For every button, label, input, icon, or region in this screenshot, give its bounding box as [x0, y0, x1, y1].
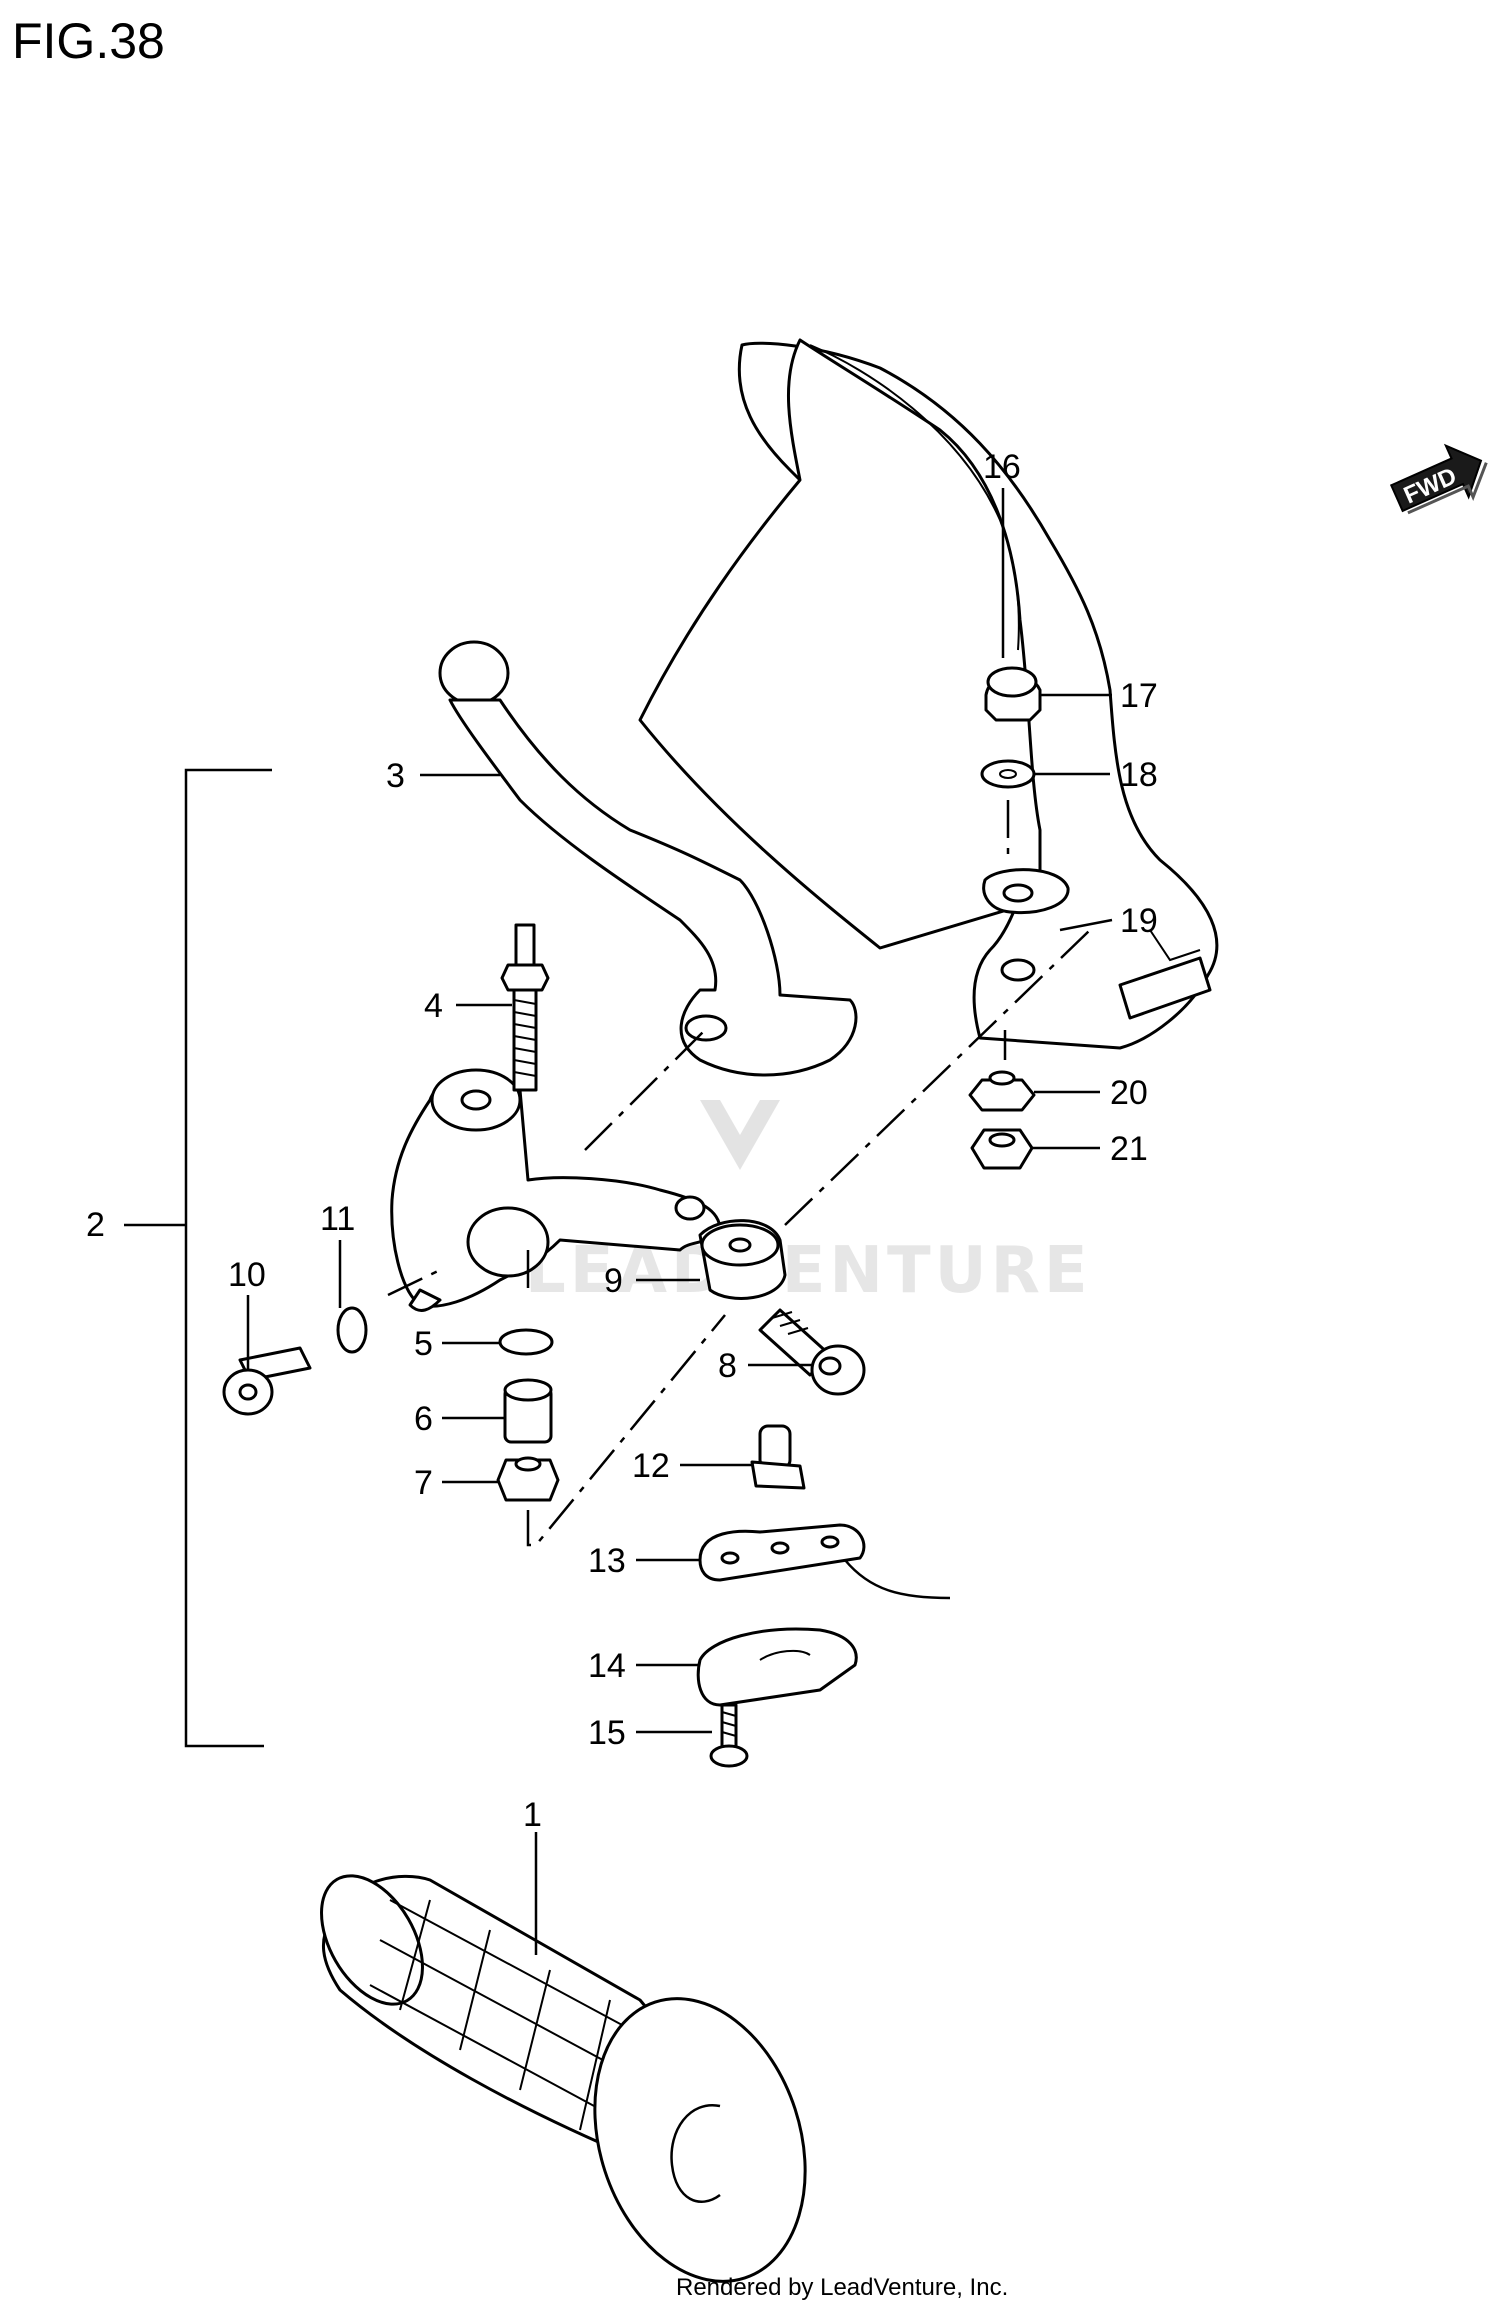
cable-adjuster	[758, 1308, 866, 1396]
washer-5	[498, 1328, 554, 1356]
callout-7: 7	[414, 1464, 433, 1502]
bushing	[503, 1378, 553, 1444]
figure-title: FIG.38	[12, 13, 165, 69]
lock-nut	[970, 1128, 1034, 1170]
clutch-switch	[750, 1424, 806, 1490]
callout-18: 18	[1120, 756, 1158, 794]
pivot-bolt	[222, 1346, 312, 1416]
cap-nut	[984, 666, 1042, 722]
pivot-nut	[496, 1456, 560, 1502]
callout-1: 1	[523, 1796, 542, 1834]
callout-11: 11	[320, 1200, 355, 1238]
switch-plate	[698, 1523, 951, 1600]
callout-9: 9	[604, 1262, 623, 1300]
callout-15: 15	[588, 1714, 626, 1752]
callout-14: 14	[588, 1647, 626, 1685]
assembly-line-lever	[584, 1029, 706, 1151]
callout-8: 8	[718, 1347, 737, 1385]
washer-18	[980, 759, 1036, 789]
callout-5: 5	[414, 1325, 433, 1363]
callout-13: 13	[588, 1542, 626, 1580]
callout-19: 19	[1120, 902, 1158, 940]
callout-10: 10	[228, 1256, 266, 1294]
lever-holder	[390, 1068, 722, 1312]
callout-2: 2	[86, 1206, 105, 1244]
lever-clamp	[696, 1627, 858, 1707]
callout-6: 6	[414, 1400, 433, 1438]
callout-21: 21	[1110, 1130, 1148, 1168]
assembly-line-bolt	[387, 1268, 441, 1297]
clutch-lever	[438, 640, 858, 1077]
group-bracket	[184, 768, 272, 1748]
adjuster-bolt	[500, 923, 550, 1092]
callout-17: 17	[1120, 677, 1158, 715]
handlebar-grip	[320, 1874, 807, 2283]
collar-nut	[968, 1070, 1036, 1112]
adjuster-nut	[698, 1219, 787, 1300]
assembly-line-guard	[784, 929, 1091, 1226]
washer-11	[336, 1306, 368, 1354]
callout-4: 4	[424, 987, 443, 1025]
callout-20: 20	[1110, 1074, 1148, 1112]
callout-12: 12	[632, 1447, 670, 1485]
assembly-line-nut	[526, 1314, 726, 1547]
callout-16: 16	[983, 448, 1021, 486]
credit-line: Rendered by LeadVenture, Inc.	[676, 2274, 1008, 2301]
forward-arrow-icon: FWD	[1389, 443, 1488, 515]
hand-guard	[638, 338, 1219, 1050]
callout-3: 3	[386, 757, 405, 795]
clamp-screw	[709, 1703, 749, 1768]
leader-19	[1059, 918, 1113, 932]
